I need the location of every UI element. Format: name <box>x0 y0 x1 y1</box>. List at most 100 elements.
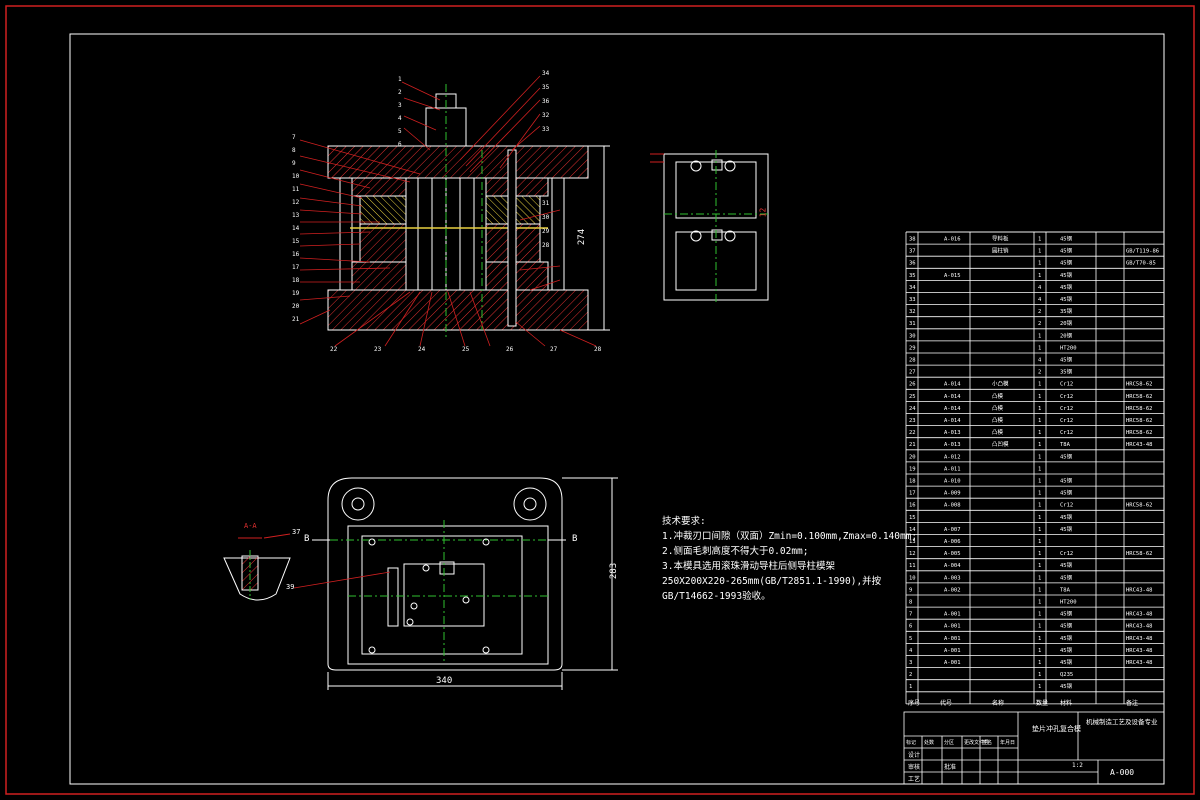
bom-cell: 7 <box>909 612 912 618</box>
bom-cell: 10 <box>909 575 916 581</box>
bom-cell: HRC43-48 <box>1126 636 1153 642</box>
bom-cell: 45钢 <box>1060 573 1073 581</box>
bom-cell: Cr12 <box>1060 430 1073 436</box>
bom-cell: A-012 <box>944 454 961 460</box>
bom-cell: 1 <box>1038 624 1041 630</box>
bom-cell: 1 <box>1038 539 1041 545</box>
callout-left: 21 <box>292 316 300 323</box>
bom-cell: T8A <box>1060 587 1071 593</box>
bom-cell: 1 <box>1038 454 1041 460</box>
bom-cell: 31 <box>909 321 916 327</box>
bom-cell: A-003 <box>944 575 961 581</box>
bom-cell: 1 <box>1038 672 1041 678</box>
detail-view <box>223 533 291 601</box>
bom-cell: Cr12 <box>1060 551 1073 557</box>
bom-cell: 1 <box>1038 612 1041 618</box>
title-block-label: 标记 <box>906 740 917 746</box>
bom-cell: A-015 <box>944 273 961 279</box>
bom-grid <box>905 231 1165 705</box>
bom-cell: 4 <box>1038 358 1042 364</box>
bom-cell: 凸模 <box>992 416 1004 424</box>
bom-cell: 19 <box>909 466 916 472</box>
callout-top: 1 <box>398 76 402 83</box>
plan-callout-leader <box>293 571 391 589</box>
bom-cell: 20钢 <box>1060 331 1073 339</box>
callout-left: 15 <box>292 238 300 245</box>
bom-cell: Cr12 <box>1060 406 1073 412</box>
bom-cell: 45钢 <box>1060 622 1073 630</box>
bom-cell: 1 <box>1038 527 1041 533</box>
bom-cell: 16 <box>909 503 916 509</box>
bom-cell: 26 <box>909 382 916 388</box>
bom-cell: A-014 <box>944 394 961 400</box>
callout-left: 7 <box>292 134 296 141</box>
bom-cell: 45钢 <box>1060 561 1073 569</box>
bom-cell: 3 <box>909 660 912 666</box>
bom-cell: GB/T119-86 <box>1126 249 1159 255</box>
tech-note-line: 3.本模具选用滚珠滑动导柱后侧导柱模架 <box>662 561 835 572</box>
bom-cell: A-009 <box>944 491 961 497</box>
bom-cell: 9 <box>909 587 912 593</box>
bom-cell: A-013 <box>944 430 961 436</box>
callout-left: 16 <box>292 251 300 258</box>
callout-top: 2 <box>398 89 402 96</box>
callout-right: 29 <box>542 228 550 235</box>
plan-view <box>312 477 618 690</box>
bom-cell: 45钢 <box>1060 295 1073 303</box>
callout-right: 33 <box>542 126 550 133</box>
bom-cell: 1 <box>1038 648 1041 654</box>
detail-callout: 37 <box>292 528 301 536</box>
bom-cell: 4 <box>909 648 913 654</box>
bom-header-qty: 数量 <box>1036 700 1049 707</box>
bom-cell: 45钢 <box>1060 658 1073 666</box>
bom-cell: 18 <box>909 479 916 485</box>
bom-cell: 45钢 <box>1060 610 1073 618</box>
bom-cell: A-001 <box>944 624 961 630</box>
bom-cell: HRC58-62 <box>1126 418 1153 424</box>
section-view <box>327 84 610 340</box>
callout-right: 36 <box>542 98 550 105</box>
bom-cell: HRC58-62 <box>1126 503 1153 509</box>
bom-cell: HRC43-48 <box>1126 648 1153 654</box>
title-school: 机械制造工艺及设备专业 <box>1086 718 1158 726</box>
callout-right: 31 <box>542 200 550 207</box>
bom-cell: 20钢 <box>1060 319 1073 327</box>
title-design: 设计 <box>908 752 921 759</box>
bom-cell: 25 <box>909 394 916 400</box>
bom-cell: 45钢 <box>1060 259 1073 267</box>
bom-header-note: 备注 <box>1126 700 1139 707</box>
bom-cell: 1 <box>909 684 912 690</box>
bom-cell: 1 <box>1038 684 1041 690</box>
tech-note-line: 2.侧面毛刺高度不得大于0.02mm; <box>662 546 809 557</box>
bom-cell: 1 <box>1038 491 1041 497</box>
bom-cell: 5 <box>909 636 912 642</box>
bom-cell: 45钢 <box>1060 235 1073 243</box>
callout-top: 3 <box>398 102 402 109</box>
bom-cell: 1 <box>1038 333 1041 339</box>
bom-cell: 凸凹模 <box>992 440 1009 448</box>
bom-cell: HRC58-62 <box>1126 430 1153 436</box>
bom-cell: 45钢 <box>1060 271 1073 279</box>
bom-cell: A-004 <box>944 563 961 569</box>
callout-left: 10 <box>292 173 300 180</box>
callout-right: 28 <box>542 242 550 249</box>
callout-right: 30 <box>542 214 550 221</box>
bom-cell: 圆柱销 <box>992 247 1009 255</box>
callout-bottom: 23 <box>374 346 382 353</box>
tech-note-line: GB/T14662-1993验收。 <box>662 591 771 602</box>
callout-left: 12 <box>292 199 300 206</box>
bom-cell: 6 <box>909 624 912 630</box>
callout-bottom: 27 <box>550 346 558 353</box>
bom-cell: A-014 <box>944 418 961 424</box>
bom-cell: 凸模 <box>992 392 1004 400</box>
bom-cell: 45钢 <box>1060 283 1073 291</box>
bom-cell: 1 <box>1038 418 1041 424</box>
bom-cell: 凸模 <box>992 404 1004 412</box>
bom-cell: A-008 <box>944 503 961 509</box>
bom-cell: 36 <box>909 261 916 267</box>
bom-cell: 1 <box>1038 273 1041 279</box>
bom-cell: Cr12 <box>1060 382 1073 388</box>
title-block-label: 签名 <box>982 740 993 746</box>
callout-bottom: 28 <box>594 346 602 353</box>
